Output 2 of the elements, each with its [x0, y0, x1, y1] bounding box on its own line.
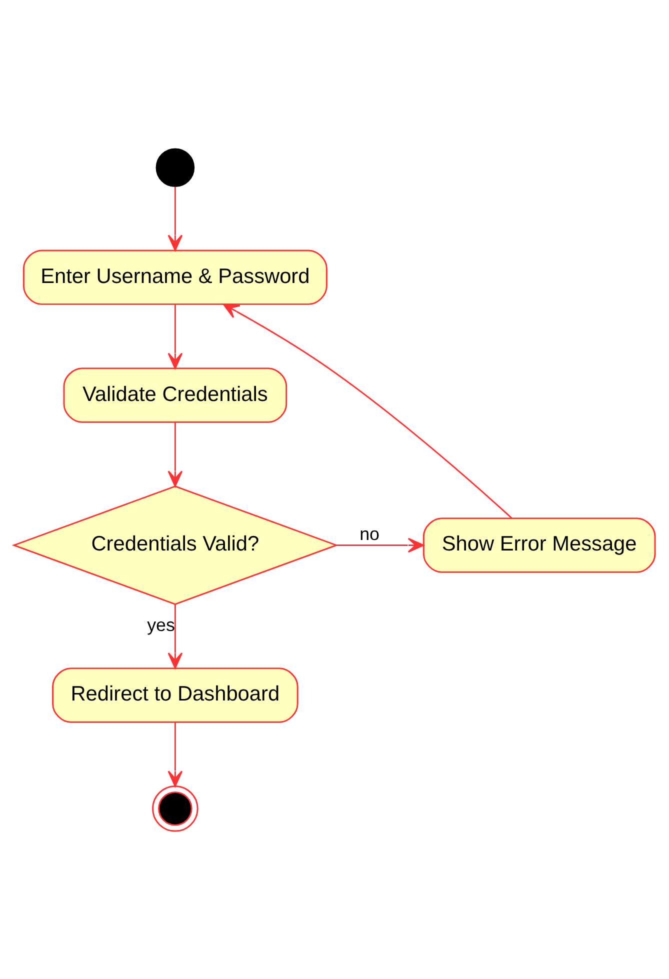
- edge-label: no: [360, 524, 380, 544]
- edge-label: yes: [147, 614, 175, 634]
